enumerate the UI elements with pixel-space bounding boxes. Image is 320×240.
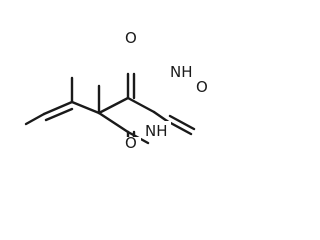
atom-nh-bottom: NH: [145, 122, 168, 140]
bond-butenyl-c2-c3-double: [44, 107, 74, 122]
atom-o-bottom: O: [125, 134, 137, 148]
atom-nh-right-bg: [170, 62, 196, 80]
bond-c2-o-right-double: [168, 114, 196, 131]
bond-c5-c6: [97, 96, 130, 115]
atom-o-bottom-bg: [125, 137, 141, 148]
atom-o-top-bg: [125, 28, 141, 46]
bond-butenyl-c1-c2: [24, 112, 46, 126]
bond-c6-n1: [126, 96, 156, 114]
bond-c4-c5: [97, 111, 130, 134]
atom-o-right-bg: [196, 77, 212, 95]
chemical-structure: O NH O NH O: [24, 28, 212, 148]
atom-o-right: O: [196, 78, 208, 96]
atom-nh-bottom-bg: [145, 121, 171, 139]
bond-butenyl-c3-quaternary: [70, 100, 101, 115]
bond-butenyl-c2-c3: [42, 100, 74, 116]
bond-n1-c2: [152, 110, 169, 123]
atom-o-top: O: [125, 29, 137, 47]
atom-nh-right: NH: [170, 63, 193, 81]
